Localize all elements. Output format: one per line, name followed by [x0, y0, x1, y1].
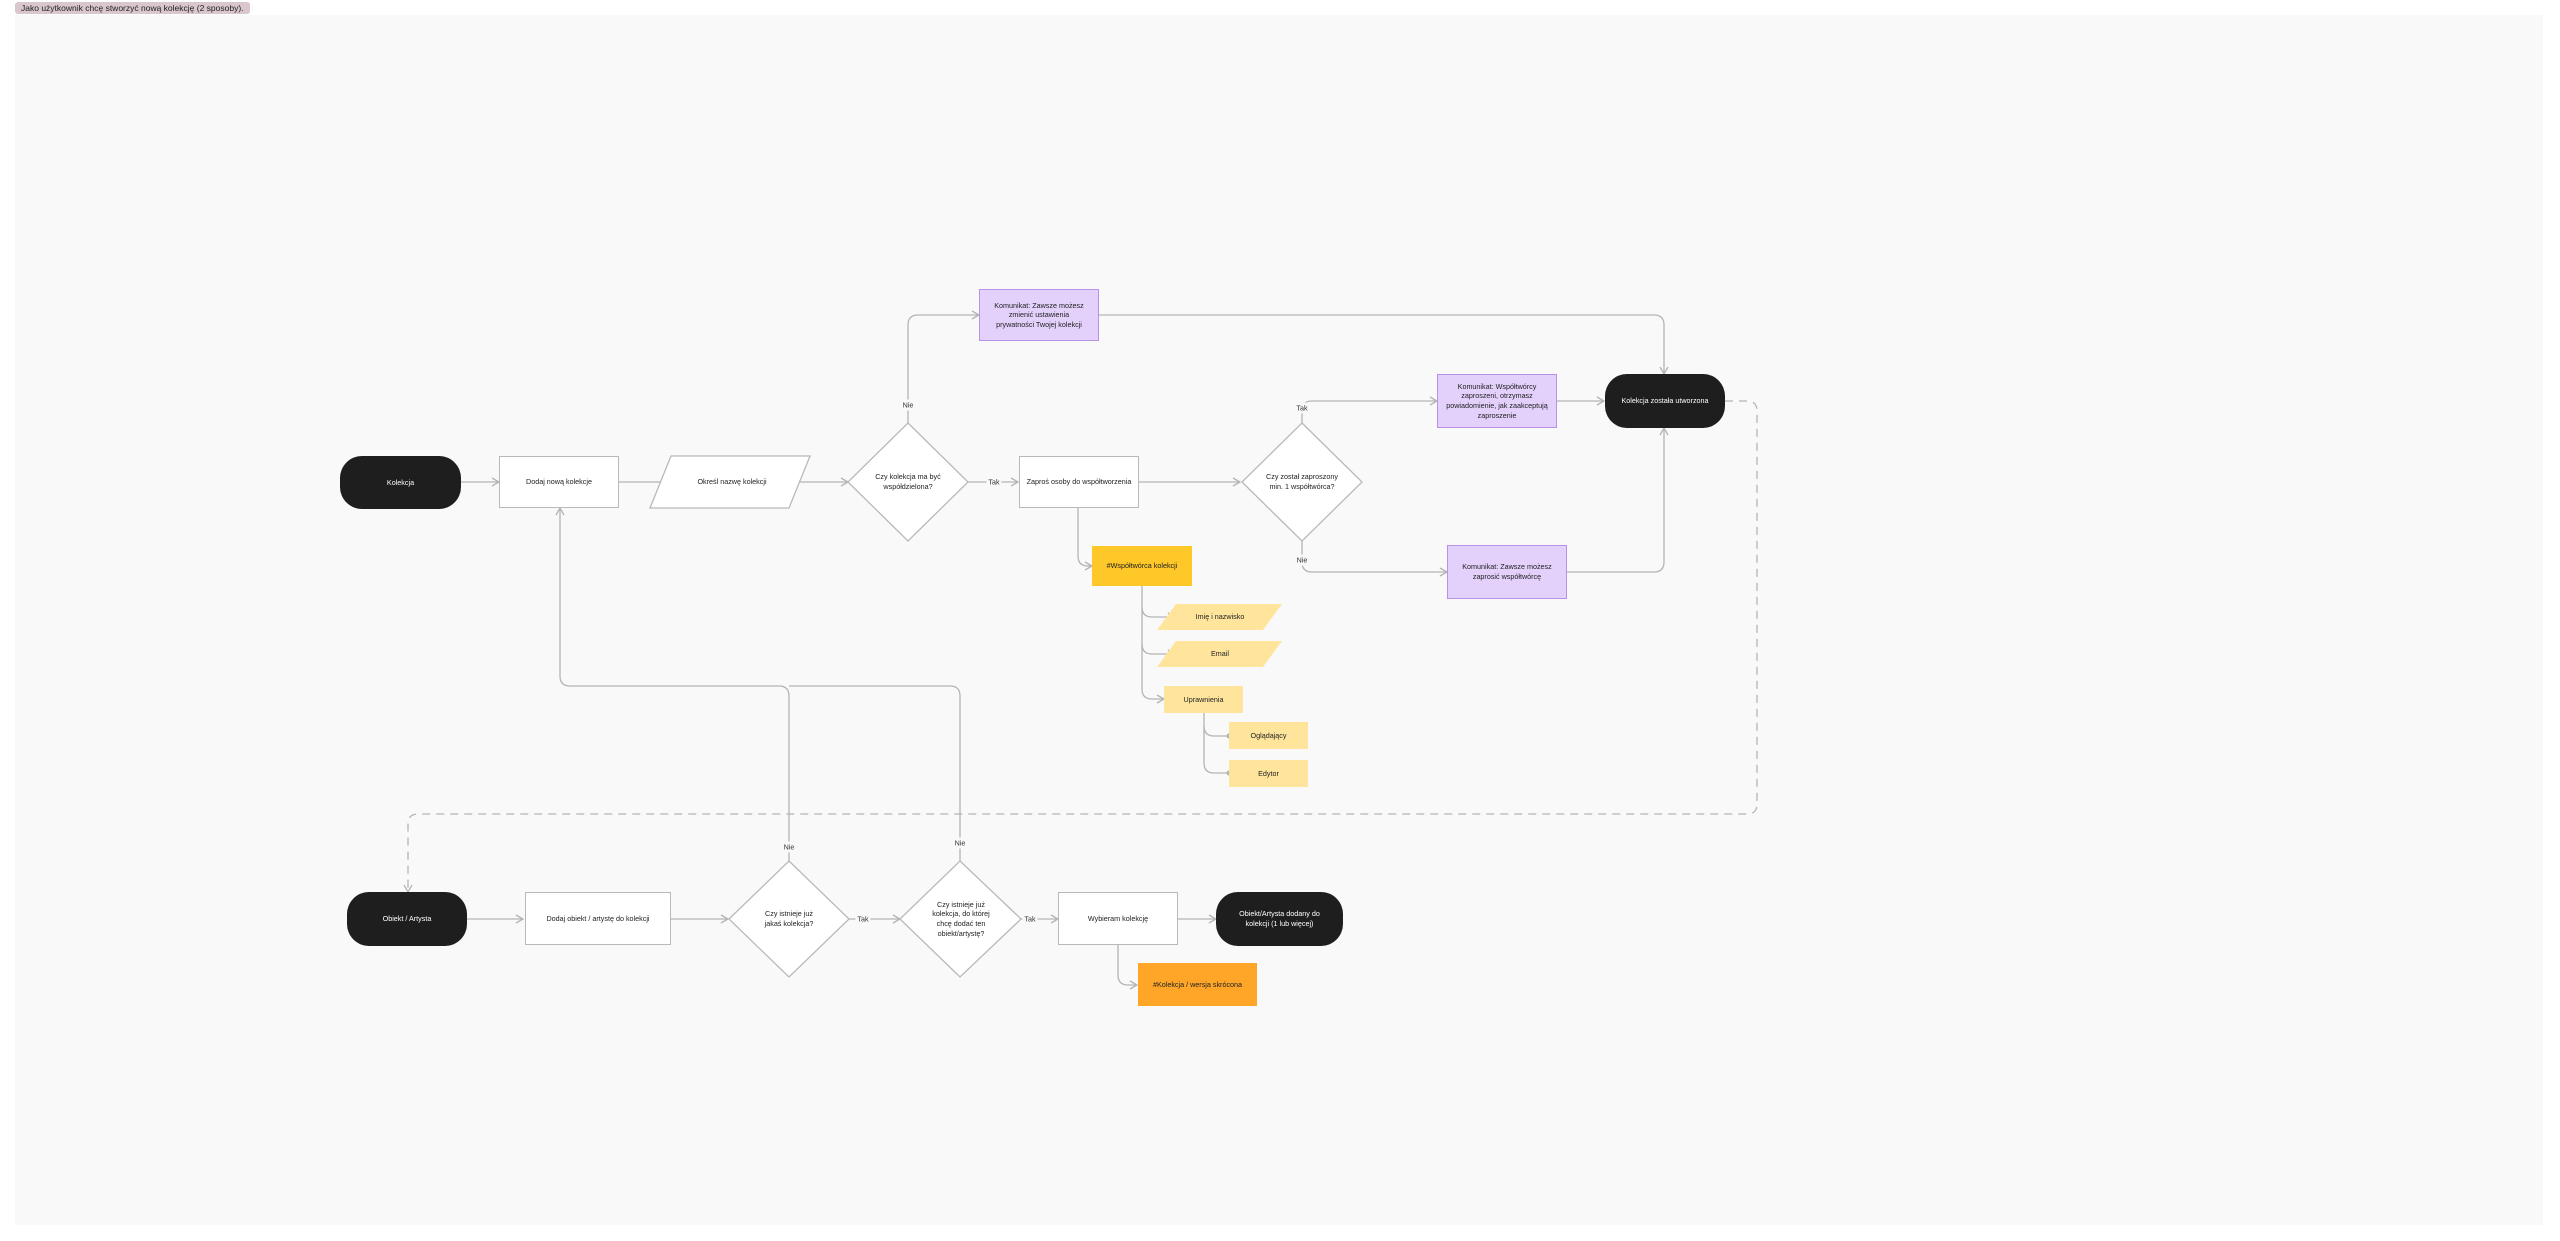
node-komunikat-prywatnosc[interactable]: Komunikat: Zawsze możesz zmienić ustawie…	[979, 289, 1099, 341]
node-zapros-osoby[interactable]: Zaproś osoby do współtworzenia	[1019, 456, 1139, 508]
node-wybieram[interactable]: Wybieram kolekcję	[1058, 892, 1178, 945]
node-edytor[interactable]: Edytor	[1229, 760, 1308, 787]
node-komunikat-wspoltworcy[interactable]: Komunikat: Współtwórcy zaproszeni, otrzy…	[1437, 374, 1557, 428]
edge-label-tak: Tak	[986, 476, 1002, 488]
connector	[555, 506, 790, 861]
decision-czy-zaproszony[interactable]: Czy został zaproszony min. 1 współtwórca…	[1266, 472, 1338, 491]
node-okresl-nazwe[interactable]: Określ nazwę kolekcji	[697, 477, 767, 487]
connector-dashed	[403, 400, 1758, 894]
connector	[907, 310, 981, 423]
decision-shape	[847, 422, 969, 542]
node-obiekt-dodany[interactable]: Obiekt/Artysta dodany do kolekcji (1 lub…	[1216, 892, 1343, 946]
node-email[interactable]: Email	[1211, 649, 1229, 659]
decision-czy-istnieje-ta[interactable]: Czy istnieje już kolekcja, do której chc…	[932, 899, 990, 938]
connector	[1301, 396, 1439, 423]
connector	[1203, 713, 1232, 739]
node-wspoltworca[interactable]: #Współtwórca kolekcji	[1092, 546, 1192, 586]
decision-czy-istnieje[interactable]: Czy istnieje już jakaś kolekcja?	[764, 909, 814, 928]
connector	[1141, 644, 1166, 704]
input-shape	[1157, 604, 1282, 630]
node-dodaj-kolekcje[interactable]: Dodaj nową kolekcje	[499, 456, 619, 508]
node-dodaj-obiekt[interactable]: Dodaj obiekt / artystę do kolekcji	[525, 892, 671, 945]
edge-label-nie: Nie	[1294, 554, 1310, 566]
edge-label-tak: Tak	[1294, 402, 1310, 414]
input-shape	[649, 455, 811, 509]
decision-shape	[728, 860, 850, 978]
connector	[1077, 508, 1094, 571]
node-kolekcja[interactable]: Kolekcja	[340, 456, 461, 509]
node-kolekcja-wersja[interactable]: #Kolekcja / wersja skrócona	[1138, 963, 1257, 1006]
decision-shape	[899, 860, 1022, 978]
input-shape	[1157, 641, 1282, 667]
node-imie-nazwisko[interactable]: Imię i nazwisko	[1195, 612, 1245, 622]
edge-label-nie: Nie	[900, 399, 916, 411]
connector	[1099, 314, 1669, 376]
node-ogladajacy[interactable]: Oglądający	[1229, 722, 1308, 749]
connector	[1301, 541, 1449, 577]
whiteboard-canvas[interactable]	[15, 15, 2543, 1225]
edge-label-tak: Tak	[1022, 913, 1038, 925]
edge-label-nie: Nie	[781, 841, 797, 853]
node-komunikat-zawsze-zapros[interactable]: Komunikat: Zawsze możesz zaprosić współt…	[1447, 545, 1567, 599]
node-kolekcja-utworzona[interactable]: Kolekcja została utworzona	[1605, 374, 1725, 428]
connector	[789, 685, 961, 861]
frame-title: Jako użytkownik chcę stworzyć nową kolek…	[15, 2, 250, 14]
connector	[1567, 426, 1669, 573]
edge-label-nie: Nie	[952, 837, 968, 849]
decision-shape	[1241, 422, 1363, 542]
node-uprawnienia[interactable]: Uprawnienia	[1164, 686, 1243, 713]
node-obiekt-artysta[interactable]: Obiekt / Artysta	[347, 892, 467, 946]
edge-label-tak: Tak	[855, 913, 871, 925]
connector	[1117, 945, 1139, 990]
connector	[1203, 726, 1232, 776]
decision-czy-wspoldzielona[interactable]: Czy kolekcja ma być współdzielona?	[875, 472, 941, 491]
